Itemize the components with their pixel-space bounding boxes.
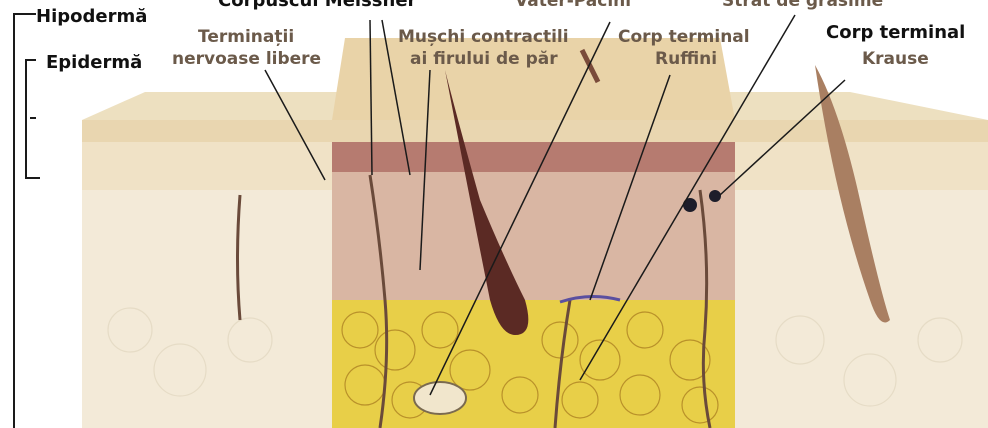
- label-ruffini-line2: Ruffini: [655, 48, 717, 70]
- left-dermis-band: [82, 142, 332, 190]
- label-vater-pacini: Vater-Pacini: [515, 0, 631, 12]
- fat-layer: [332, 300, 735, 428]
- pacini-corpuscle: [414, 382, 466, 414]
- label-grasime: Strat de grăsime: [722, 0, 883, 12]
- label-terminatii-line1: Terminații: [198, 26, 294, 48]
- label-muschi-line2: ai firului de păr: [410, 48, 558, 70]
- epidermis-layer: [82, 120, 988, 142]
- label-krause-line1: Corp terminal: [826, 22, 965, 44]
- label-krause-line2: Krause: [862, 48, 929, 70]
- label-muschi-line1: Mușchi contractili: [398, 26, 569, 48]
- label-epiderma: Epidermă: [46, 52, 142, 74]
- label-meissner: Corpuscul Meissner: [218, 0, 416, 12]
- label-hipoderma: Hipodermă: [36, 6, 147, 28]
- papillary-dermis: [332, 142, 735, 172]
- label-terminatii-line2: nervoase libere: [172, 48, 321, 70]
- label-ruffini-line1: Corp terminal: [618, 26, 750, 48]
- right-dermis-band: [735, 142, 988, 190]
- krause-bulb-2: [709, 190, 721, 202]
- layer-brackets: [14, 14, 40, 428]
